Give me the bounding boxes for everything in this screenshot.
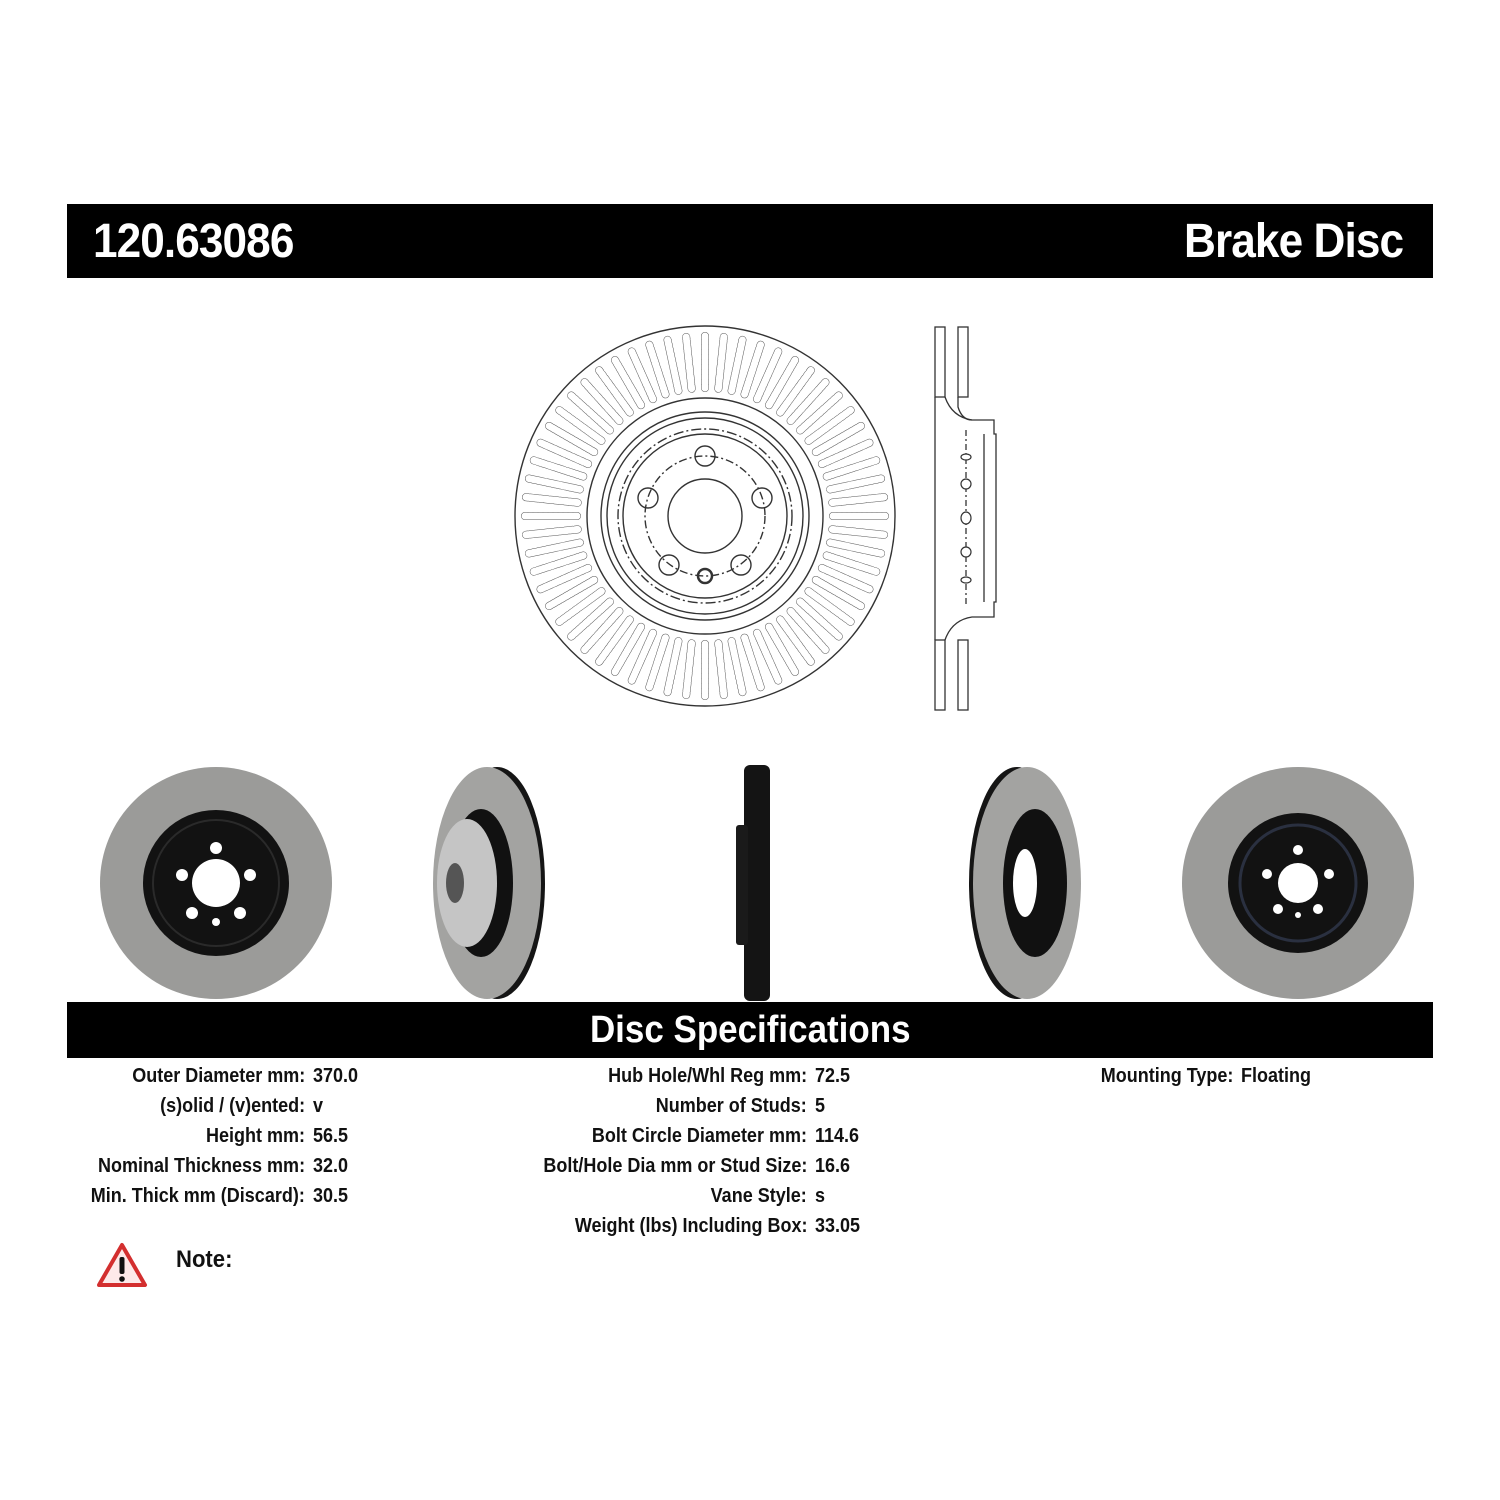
spec-row: Outer Diameter mm: 370.0 — [0, 1064, 358, 1094]
product-type: Brake Disc — [1183, 215, 1404, 268]
technical-drawing — [512, 322, 1012, 727]
specs-column-2: Hub Hole/Whl Reg mm: 72.5 Number of Studs… — [0, 1064, 860, 1244]
photo-front — [100, 767, 332, 999]
spec-row: Mounting Type: Floating — [0, 1064, 1311, 1094]
spec-value: s — [815, 1185, 826, 1207]
spec-label: (s)olid / (v)ented: — [160, 1095, 305, 1117]
spec-label: Nominal Thickness mm: — [97, 1155, 305, 1177]
spec-value: 370.0 — [313, 1065, 359, 1087]
photo-back — [1182, 767, 1414, 999]
spec-row: Bolt Circle Diameter mm: 114.6 — [0, 1124, 859, 1154]
spec-row: Number of Studs: 5 — [0, 1094, 825, 1124]
spec-value: 56.5 — [313, 1125, 349, 1147]
spec-label: Outer Diameter mm: — [131, 1065, 305, 1087]
spec-value: 30.5 — [313, 1185, 349, 1207]
spec-row: (s)olid / (v)ented: v — [0, 1094, 323, 1124]
spec-row: Min. Thick mm (Discard): 30.5 — [0, 1184, 348, 1214]
spec-row: Bolt/Hole Dia mm or Stud Size: 16.6 — [0, 1154, 850, 1184]
disc-front-drawing-icon — [514, 325, 997, 711]
part-number: 120.63086 — [93, 215, 294, 268]
spec-value: 114.6 — [815, 1125, 860, 1147]
spec-label: Min. Thick mm (Discard): — [90, 1185, 305, 1207]
spec-row: Vane Style: s — [0, 1184, 825, 1214]
spec-value: v — [313, 1095, 324, 1117]
spec-label: Mounting Type: — [1100, 1065, 1233, 1087]
spec-value: 16.6 — [815, 1155, 851, 1177]
warning-icon — [97, 1243, 147, 1287]
photo-angled-left — [433, 767, 545, 999]
spec-label: Bolt/Hole Dia mm or Stud Size: — [542, 1155, 807, 1177]
spec-value: 33.05 — [815, 1215, 861, 1237]
spec-value: 32.0 — [313, 1155, 349, 1177]
spec-value: 5 — [815, 1095, 826, 1117]
spec-label: Hub Hole/Whl Reg mm: — [608, 1065, 807, 1087]
spec-row: Height mm: 56.5 — [0, 1124, 348, 1154]
spec-row: Hub Hole/Whl Reg mm: 72.5 — [0, 1064, 850, 1094]
specs-header: Disc Specifications — [67, 1002, 1433, 1058]
note-label: Note: — [176, 1246, 233, 1273]
spec-label: Bolt Circle Diameter mm: — [591, 1125, 807, 1147]
spec-row: Nominal Thickness mm: 32.0 — [0, 1154, 348, 1184]
spec-label: Vane Style: — [710, 1185, 807, 1207]
specs-column-3: Mounting Type: Floating — [0, 1064, 1311, 1094]
title-bar: 120.63086 Brake Disc — [67, 204, 1433, 278]
spec-label: Height mm: — [206, 1125, 305, 1147]
specs-column-1: Outer Diameter mm: 370.0 (s)olid / (v)ent… — [0, 1064, 358, 1214]
spec-value: Floating — [1241, 1065, 1311, 1087]
spec-value: 72.5 — [815, 1065, 851, 1087]
spec-label: Number of Studs: — [655, 1095, 807, 1117]
photo-angled-right — [969, 767, 1081, 999]
spec-label: Weight (lbs) Including Box: — [574, 1215, 807, 1237]
photo-edge — [736, 765, 770, 1001]
specs-title: Disc Specifications — [589, 1009, 911, 1051]
product-photos — [0, 760, 1500, 1001]
spec-row: Weight (lbs) Including Box: 33.05 — [0, 1214, 860, 1244]
